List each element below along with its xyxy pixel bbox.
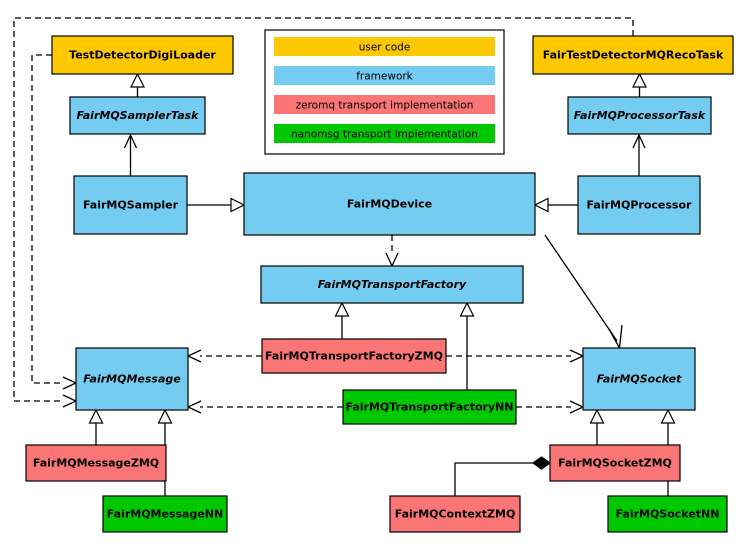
class-node-FairMQTransportFactoryZMQ[interactable]: FairMQTransportFactoryZMQ bbox=[261, 338, 447, 374]
edge-factorynn-to-message bbox=[186, 400, 343, 414]
edge-processor-to-device bbox=[533, 197, 578, 213]
class-node-box[interactable] bbox=[69, 96, 206, 135]
class-node-box[interactable] bbox=[260, 265, 524, 304]
edge-factoryzmq-to-message bbox=[186, 349, 262, 363]
class-node-TestDetectorDigiLoader[interactable]: TestDetectorDigiLoader bbox=[51, 35, 234, 75]
class-node-FairMQSamplerTask[interactable]: FairMQSamplerTask bbox=[69, 96, 206, 135]
legend-swatch-nanomsg bbox=[274, 124, 495, 143]
class-node-box[interactable] bbox=[389, 495, 521, 533]
class-node-box[interactable] bbox=[582, 347, 696, 411]
class-node-box[interactable] bbox=[342, 389, 517, 425]
class-node-FairMQMessage[interactable]: FairMQMessage bbox=[75, 347, 189, 411]
edge-recotask-to-processortask bbox=[632, 72, 647, 97]
class-node-box[interactable] bbox=[549, 444, 681, 482]
edge-factorynn-to-socket bbox=[516, 400, 585, 414]
class-node-FairMQSocketZMQ[interactable]: FairMQSocketZMQ bbox=[549, 444, 681, 482]
edge-processor-to-processortask bbox=[632, 133, 646, 176]
class-node-FairMQTransportFactory[interactable]: FairMQTransportFactory bbox=[260, 265, 524, 304]
class-node-FairMQTransportFactoryNN[interactable]: FairMQTransportFactoryNN bbox=[342, 389, 517, 425]
class-node-box[interactable] bbox=[73, 175, 188, 235]
class-node-FairMQMessageNN[interactable]: FairMQMessageNN bbox=[102, 495, 228, 533]
legend-swatch-framework bbox=[274, 66, 495, 85]
class-node-FairMQContextZMQ[interactable]: FairMQContextZMQ bbox=[389, 495, 521, 533]
class-node-FairMQSampler[interactable]: FairMQSampler bbox=[73, 175, 188, 235]
class-node-box[interactable] bbox=[25, 444, 167, 482]
class-node-box[interactable] bbox=[261, 338, 447, 374]
class-node-box[interactable] bbox=[577, 175, 701, 235]
class-node-box[interactable] bbox=[532, 35, 734, 75]
edge-device-to-socket bbox=[544, 234, 623, 351]
legend: user code framework zeromq transport imp… bbox=[264, 29, 505, 155]
class-node-FairMQMessageZMQ[interactable]: FairMQMessageZMQ bbox=[25, 444, 167, 482]
edge-sampler-to-samplertask bbox=[123, 133, 138, 176]
class-node-box[interactable] bbox=[102, 495, 228, 533]
edge-factoryzmq-to-factory bbox=[334, 301, 350, 339]
edge-sampler-to-device bbox=[187, 197, 246, 213]
edge-factorynn-to-factory bbox=[459, 301, 475, 390]
legend-swatch-zeromq bbox=[274, 95, 495, 114]
class-node-box[interactable] bbox=[607, 495, 728, 533]
class-node-FairMQSocketNN[interactable]: FairMQSocketNN bbox=[607, 495, 728, 533]
class-node-FairTestDetectorMQRecoTask[interactable]: FairTestDetectorMQRecoTask bbox=[532, 35, 734, 75]
edge-messagezmq-to-message bbox=[88, 408, 104, 445]
edge-device-to-transportfactory bbox=[385, 235, 399, 268]
class-node-box[interactable] bbox=[243, 172, 536, 236]
class-node-box[interactable] bbox=[567, 96, 712, 135]
class-node-FairMQDevice[interactable]: FairMQDevice bbox=[243, 172, 536, 236]
class-node-FairMQSocket[interactable]: FairMQSocket bbox=[582, 347, 696, 411]
edge-layer bbox=[13, 17, 676, 496]
class-node-FairMQProcessorTask[interactable]: FairMQProcessorTask bbox=[567, 96, 712, 135]
edge-socketzmq-owns-contextzmq bbox=[454, 456, 552, 496]
edge-socketzmq-to-socket bbox=[589, 408, 605, 445]
class-node-box[interactable] bbox=[75, 347, 189, 411]
class-node-box[interactable] bbox=[51, 35, 234, 75]
legend-swatch-user-code bbox=[274, 37, 495, 56]
class-node-FairMQProcessor[interactable]: FairMQProcessor bbox=[577, 175, 701, 235]
edge-digiloader-to-samplertask bbox=[130, 72, 145, 97]
